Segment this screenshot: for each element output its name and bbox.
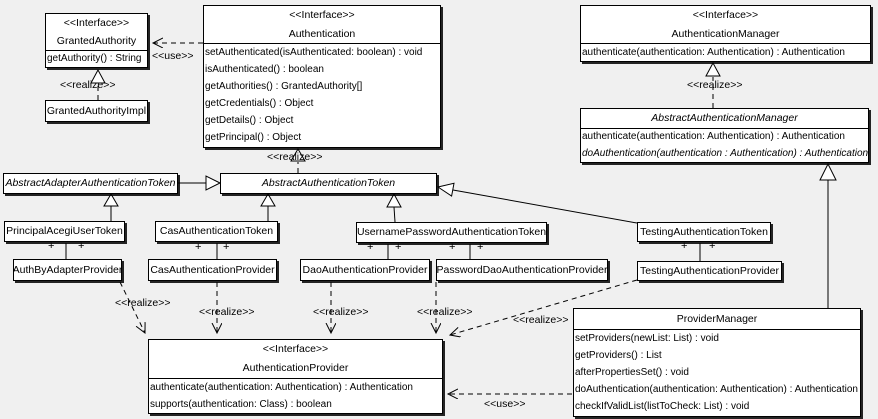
class-name: CasAuthenticationToken — [159, 225, 274, 238]
class-name: UsernamePasswordAuthenticationToken — [357, 226, 546, 239]
method-label: doAuthentication(authentication: Authent… — [575, 384, 858, 396]
class-cas-authentication-token[interactable]: CasAuthenticationToken — [155, 221, 278, 242]
class-provider-manager[interactable]: ProviderManager setProviders(newList: Li… — [573, 308, 861, 417]
realize-label: <<realize>> — [60, 79, 116, 91]
realize-label: <<realize>> — [115, 297, 171, 309]
class-password-dao-authentication-provider[interactable]: PasswordDaoAuthenticationProvider — [436, 259, 608, 281]
realize-label: <<realize>> — [267, 151, 323, 163]
plus-label: + — [477, 241, 484, 253]
class-name: DaoAuthenticationProvider — [302, 263, 428, 276]
realize-label: <<realize>> — [687, 79, 743, 91]
method-label: isAuthenticated() : boolean — [205, 63, 324, 75]
class-dao-authentication-provider[interactable]: DaoAuthenticationProvider — [300, 259, 430, 281]
realize-label: <<realize>> — [417, 306, 473, 318]
class-name: AbstractAuthenticationToken — [261, 177, 396, 190]
plus-label: + — [78, 240, 85, 252]
method-label: getPrincipal() : Object — [205, 132, 302, 144]
method-label: supports(authentication: Class) : boolea… — [150, 398, 332, 410]
realize-label: <<realize>> — [199, 306, 255, 318]
stereotype-label: <<Interface>> — [63, 16, 130, 29]
class-auth-by-adapter-provider[interactable]: AuthByAdapterProvider — [13, 259, 122, 281]
method-label: getProviders() : List — [575, 349, 662, 361]
method-label: getDetails() : Object — [205, 115, 294, 127]
class-name: PasswordDaoAuthenticationProvider — [437, 263, 607, 276]
class-name: GrantedAuthority — [56, 34, 137, 47]
method-label: setAuthenticated(isAuthenticated: boolea… — [205, 46, 423, 58]
class-authentication[interactable]: <<Interface>> Authentication setAuthenti… — [203, 5, 441, 148]
class-testing-authentication-token[interactable]: TestingAuthenticationToken — [637, 222, 771, 242]
stereotype-label: <<Interface>> — [692, 9, 759, 21]
method-label: authenticate(authentication: Authenticat… — [582, 131, 845, 143]
class-username-password-authentication-token[interactable]: UsernamePasswordAuthenticationToken — [356, 222, 547, 243]
class-name: AuthenticationProvider — [242, 362, 349, 375]
method-label: authenticate(authentication: Authenticat… — [582, 46, 845, 58]
class-name: PrincipalAcegiUserToken — [6, 225, 123, 238]
realize-label: <<realize>> — [513, 314, 569, 326]
method-label: getAuthority() : String — [47, 53, 142, 64]
class-granted-authority[interactable]: <<Interface>> GrantedAuthority getAuthor… — [45, 13, 148, 68]
class-name: AbstractAdapterAuthenticationToken — [5, 177, 176, 190]
plus-label: + — [195, 241, 202, 253]
realize-label: <<realize>> — [313, 306, 369, 318]
class-granted-authority-impl[interactable]: GrantedAuthorityImpl — [45, 100, 148, 122]
class-name: ProviderManager — [676, 312, 758, 325]
plus-label: + — [681, 240, 688, 252]
use-label: <<use>> — [152, 50, 194, 62]
use-label: <<use>> — [484, 398, 526, 410]
method-label: setProviders(newList: List) : void — [575, 332, 719, 344]
class-name: Authentication — [288, 27, 356, 40]
class-name: TestingAuthenticationProvider — [640, 264, 779, 277]
class-name: AbstractAuthenticationManager — [651, 112, 798, 125]
class-name: CasAuthenticationProvider — [150, 263, 275, 276]
plus-label: + — [709, 240, 716, 252]
plus-label: + — [48, 240, 55, 252]
class-name: AuthByAdapterProvider — [14, 263, 121, 276]
plus-label: + — [449, 241, 456, 253]
method-label: authenticate(authentication: Authenticat… — [150, 381, 413, 393]
class-name: TestingAuthenticationToken — [640, 225, 768, 238]
method-label: getAuthorities() : GrantedAuthority[] — [205, 80, 363, 92]
method-label: afterPropertiesSet() : void — [575, 366, 689, 378]
plus-label: + — [367, 241, 374, 253]
class-abstract-authentication-manager[interactable]: AbstractAuthenticationManager authentica… — [580, 108, 869, 163]
class-abstract-adapter-authentication-token[interactable]: AbstractAdapterAuthenticationToken — [3, 173, 178, 194]
plus-label: + — [395, 241, 402, 253]
class-abstract-authentication-token[interactable]: AbstractAuthenticationToken — [220, 173, 437, 194]
class-authentication-manager[interactable]: <<Interface>> AuthenticationManager auth… — [580, 5, 871, 62]
method-label: getCredentials() : Object — [205, 98, 314, 110]
method-label: doAuthentication(authentication : Authen… — [582, 147, 868, 159]
class-testing-authentication-provider[interactable]: TestingAuthenticationProvider — [637, 261, 782, 281]
class-name: AuthenticationManager — [671, 27, 780, 40]
class-principal-acegi-user-token[interactable]: PrincipalAcegiUserToken — [4, 221, 125, 242]
class-cas-authentication-provider[interactable]: CasAuthenticationProvider — [148, 259, 277, 281]
class-authentication-provider[interactable]: <<Interface>> AuthenticationProvider aut… — [148, 339, 443, 414]
plus-label: + — [223, 241, 230, 253]
method-label: checkIfValidList(listToCheck: List) : vo… — [575, 401, 750, 413]
stereotype-label: <<Interface>> — [262, 343, 329, 356]
stereotype-label: <<Interface>> — [289, 9, 355, 21]
class-name: GrantedAuthorityImpl — [46, 104, 147, 117]
